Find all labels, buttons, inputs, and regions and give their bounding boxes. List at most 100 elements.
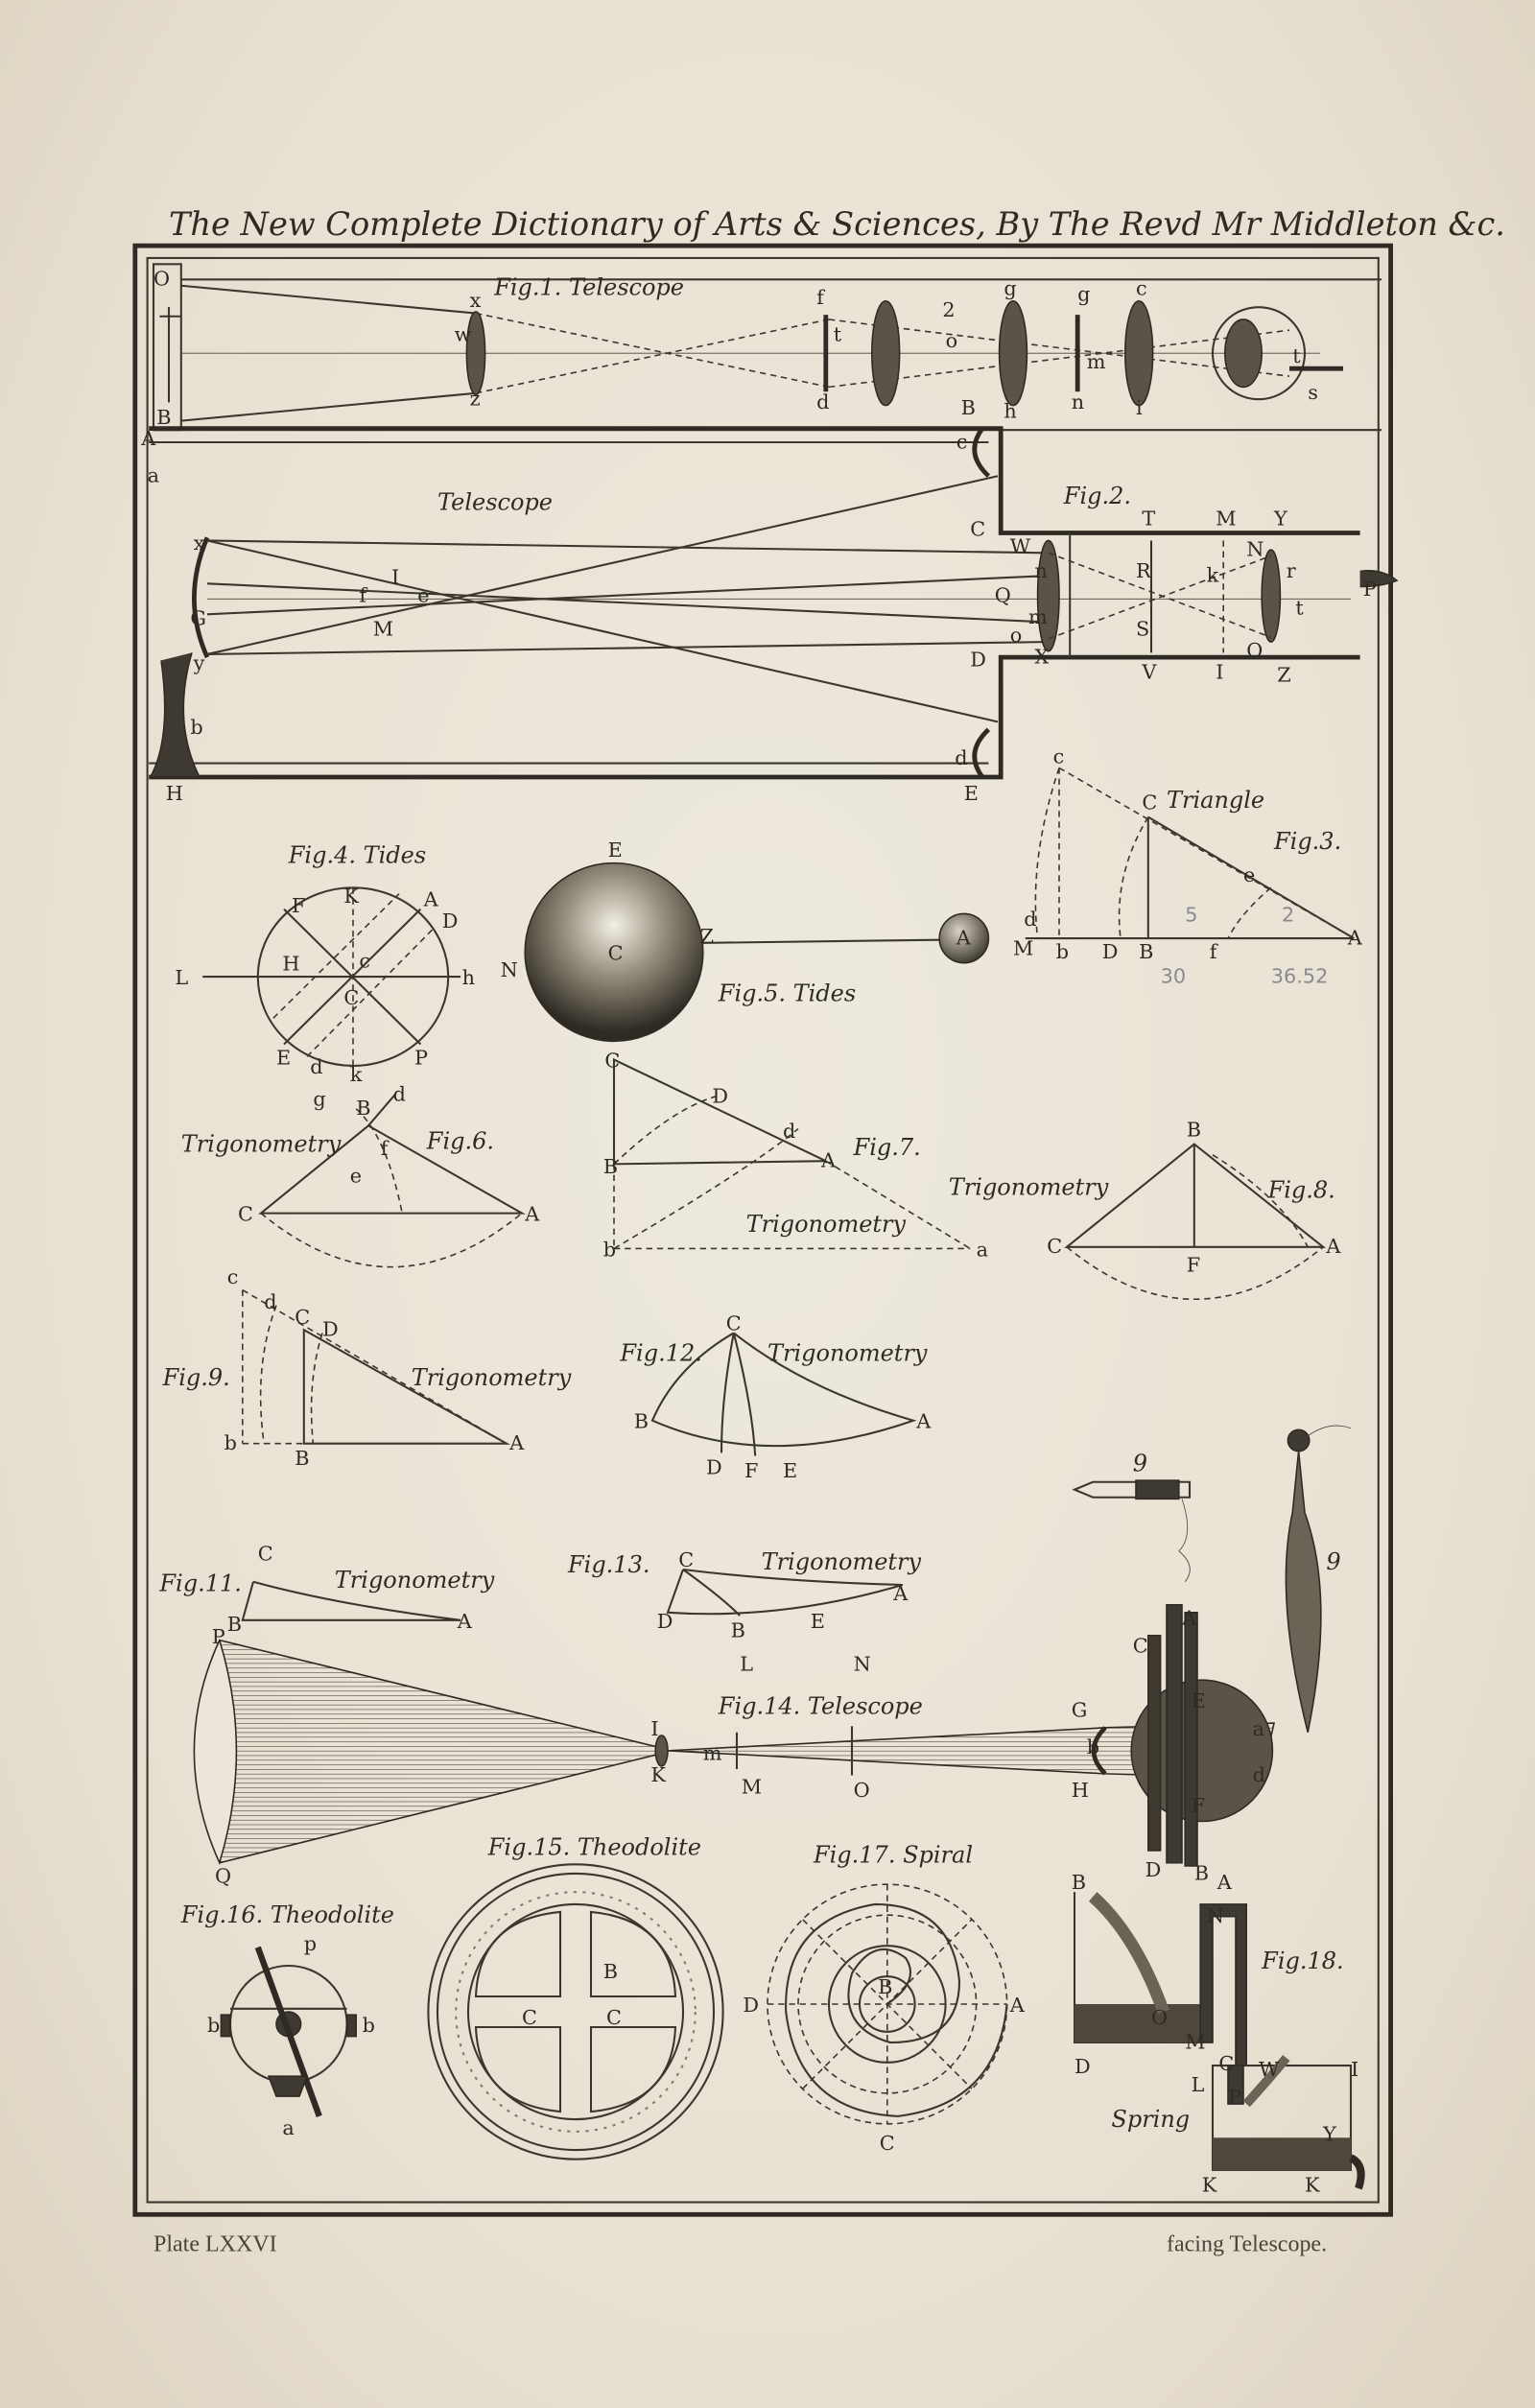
label-fig1-letter: t — [834, 322, 842, 345]
label-fig18-letter: N — [1207, 1904, 1224, 1927]
label-fig2-letter: m — [1028, 605, 1048, 628]
label-fig18-letter: L — [1192, 2073, 1205, 2096]
label-fig2-letter: V — [1141, 661, 1157, 684]
fig3-triangle: Triangle Fig.3. — [1025, 767, 1355, 940]
label-fig1-letter: t — [1292, 344, 1301, 367]
label-fig6-letter: g — [313, 1088, 325, 1111]
label-fig1-letter: i — [1136, 396, 1143, 419]
label-fig3-letter: M — [1013, 937, 1033, 960]
label-fig14-letter: P — [212, 1625, 225, 1648]
label-fig2-letter: n — [1034, 559, 1047, 582]
label-fig7-letter: b — [603, 1238, 616, 1261]
fig13-caption: Fig.13. — [567, 1551, 649, 1578]
label-fig9-letter: D — [322, 1318, 339, 1341]
fig6-name: Trigonometry — [181, 1131, 342, 1158]
label-fig2-letter: C — [970, 518, 985, 541]
fig11-trigonometry: Fig.11. Trigonometry — [158, 1567, 495, 1621]
label-fig18-letter: C — [1218, 2052, 1234, 2075]
label-fig2-letter: b — [190, 716, 202, 739]
label-fig2-letter: H — [166, 782, 183, 805]
label-fig2-letter: t — [1295, 596, 1304, 619]
label-fig12-letter: B — [634, 1410, 649, 1433]
plate-number: Plate LXXVI — [154, 2232, 277, 2257]
label-fig14-letter: L — [740, 1653, 753, 1676]
label-fig6-letter: e — [350, 1165, 362, 1188]
label-fig14-letter: Q — [215, 1865, 231, 1888]
label-fig14-letter: d — [1253, 1763, 1265, 1786]
label-fig11-letter: C — [258, 1542, 273, 1565]
label-fig5-letter: Z — [700, 925, 714, 948]
pencil-annotation: 36.52 — [1271, 964, 1329, 987]
pencil-annotation: 5 — [1185, 903, 1197, 926]
label-fig12-letter: C — [726, 1311, 742, 1334]
inner-border — [146, 256, 1380, 2204]
label-fig14-letter: a — [1253, 1717, 1264, 1740]
fig18-caption: Fig.18. — [1261, 1948, 1343, 1974]
label-fig14-letter: F — [1192, 1794, 1205, 1817]
fig9-trigonometry: Fig.9. Trigonometry — [162, 1288, 572, 1445]
label-fig13-letter: B — [731, 1618, 745, 1641]
label-fig6-letter: B — [356, 1097, 370, 1120]
label-fig16-letter: a — [282, 2116, 294, 2139]
fig12-name: Trigonometry — [768, 1339, 928, 1366]
label-fig2-letter: y — [193, 651, 205, 674]
fig16-caption: Fig.16. Theodolite — [180, 1901, 394, 1928]
fig1-telescope: Fig.1. Telescope — [152, 263, 1382, 432]
label-fig14-letter: m — [703, 1741, 722, 1764]
fig8-caption: Fig.8. — [1267, 1177, 1335, 1204]
label-fig4-letter: L — [175, 966, 188, 989]
label-fig4-letter: D — [442, 909, 459, 933]
label-fig15-letter: C — [522, 2006, 537, 2029]
label-fig18-letter: I — [1351, 2058, 1358, 2081]
label-fig2-letter: A — [140, 427, 156, 450]
label-fig13-letter: D — [657, 1610, 673, 1633]
label-fig12-letter: E — [783, 1459, 797, 1482]
label-fig15-letter: B — [603, 1960, 618, 1983]
plate-title: The New Complete Dictionary of Arts & Sc… — [169, 205, 1505, 243]
label-fig2-letter: N — [1246, 537, 1263, 560]
label-fig6-letter: A — [524, 1203, 540, 1226]
fig12-caption: Fig.12. — [619, 1339, 701, 1366]
label-fig2-letter: R — [1136, 559, 1152, 582]
label-fig13-letter: E — [811, 1610, 825, 1633]
label-fig11-letter: A — [457, 1610, 473, 1633]
label-fig3-letter: f — [1210, 940, 1218, 963]
label-fig3-letter: d — [1024, 908, 1036, 931]
label-fig17-letter: A — [1009, 1994, 1026, 2017]
fig4-tides: Fig.4. Tides — [202, 842, 460, 1067]
fig18-spring: Fig.18. Spring — [1073, 1892, 1365, 2190]
label-fig8-letter: C — [1047, 1235, 1062, 1258]
label-fig2-letter: e — [417, 583, 429, 606]
fig17-caption: Fig.17. Spiral — [813, 1842, 973, 1869]
label-fig2-letter: D — [970, 649, 986, 672]
label-fig5-letter: E — [608, 838, 623, 862]
pencil-and-plumb: 9 9 — [1072, 1425, 1352, 1733]
label-fig9-letter: c — [227, 1265, 239, 1288]
telescope-caption: Telescope — [437, 488, 553, 515]
label-fig1-letter: x — [470, 289, 482, 312]
label-fig2-letter: Q — [995, 583, 1011, 606]
fig2-reflecting-telescope: Telescope Fig.2. — [149, 426, 1399, 780]
label-fig2-letter: M — [373, 618, 393, 641]
fig4-caption: Fig.4. Tides — [288, 842, 426, 869]
label-fig2-letter: W — [1010, 534, 1031, 557]
label-fig14-letter: b — [1087, 1735, 1099, 1759]
label-fig4-letter: c — [359, 949, 370, 972]
label-fig18-letter: P — [1228, 2086, 1241, 2109]
fig2-caption: Fig.2. — [1063, 483, 1131, 509]
fig13-name: Trigonometry — [762, 1548, 922, 1575]
label-fig1-letter: w — [455, 322, 472, 345]
fig7-trigonometry: Fig.7. Trigonometry — [612, 1057, 971, 1250]
label-fig14-letter: O — [854, 1779, 870, 1802]
label-fig9-letter: A — [508, 1431, 525, 1454]
plumb-label: 9 — [1326, 1548, 1340, 1575]
label-fig18-letter: K — [1202, 2173, 1217, 2196]
label-fig15-letter: C — [606, 2006, 622, 2029]
fig11-name: Trigonometry — [335, 1567, 495, 1594]
label-fig3-letter: A — [1347, 926, 1363, 949]
label-fig1-letter: f — [816, 286, 825, 309]
label-fig2-letter: S — [1136, 618, 1149, 641]
fig7-caption: Fig.7. — [853, 1134, 921, 1161]
